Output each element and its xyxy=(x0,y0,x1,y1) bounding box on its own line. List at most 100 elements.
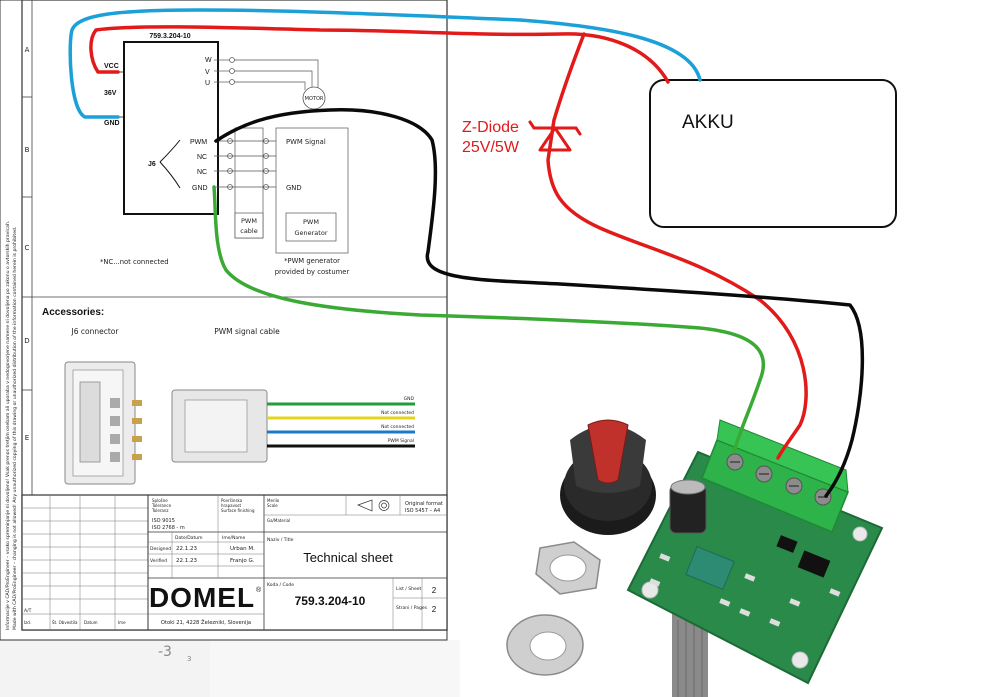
akku-box xyxy=(649,79,897,228)
tb-scale-2: Scale xyxy=(267,503,278,508)
nc-note: *NC...not connected xyxy=(100,258,169,266)
tb-name-2: Franjo G. xyxy=(230,558,255,564)
accessories-heading: Accessories: xyxy=(42,307,104,318)
green-wire xyxy=(212,185,766,454)
pwm-cable-label-1: PWM xyxy=(241,217,257,225)
tb-date-2: 22.1.23 xyxy=(176,558,197,564)
motor-label: MOTOR xyxy=(305,96,324,102)
projection-symbol-icon xyxy=(357,499,390,512)
tb-surface-2: hrapavost xyxy=(221,503,242,508)
cable-wire-nc-1: Not connected xyxy=(381,410,414,416)
tb-tolerance-3: Toleranz xyxy=(151,508,169,513)
j6-pin-nc1: NC xyxy=(197,154,207,161)
tb-h2: Št. Obvestila xyxy=(52,620,78,625)
title-block: A/T Izd. Št. Obvestila Datum Ime Splošne… xyxy=(21,494,448,631)
tb-surface-3: Surface finishing xyxy=(221,508,255,513)
pwm-generator-label-2: Generator xyxy=(294,229,327,237)
motor-symbol xyxy=(302,86,326,110)
tb-pages-value: 2 xyxy=(432,605,437,614)
zone-label-b: B xyxy=(25,146,30,154)
motor-wiring xyxy=(214,57,319,90)
j6-connector-illustration xyxy=(64,361,142,485)
tb-h3: Datum xyxy=(84,620,98,625)
black-wire xyxy=(214,108,865,498)
tb-original-format-2: ISO 5457 – A4 xyxy=(405,508,440,514)
pwm-cable-label-2: cable xyxy=(240,227,258,235)
pwm-cable-illustration: GND Not connected Not connected PWM Sign… xyxy=(171,389,415,463)
side-copyright-text-2: Made with CAD/ProEngineer – changing is … xyxy=(12,227,18,630)
tb-title: Technical sheet xyxy=(303,550,393,565)
washer-photo xyxy=(506,614,584,676)
j6-pin-nc2: NC xyxy=(197,169,207,176)
tb-sheet-value: 2 xyxy=(432,586,437,595)
page-number-sub: 3 xyxy=(187,655,191,663)
motor-pin-v: V xyxy=(205,69,210,76)
hand-drawn-wires xyxy=(68,8,865,498)
tb-tolerance-2: Tolerance xyxy=(151,503,172,508)
tb-address: Otoki 21, 4228 Železniki, Slovenija xyxy=(161,618,251,626)
tb-h4: Ime xyxy=(118,620,126,625)
blue-wire xyxy=(68,8,702,119)
tb-code: 759.3.204-10 xyxy=(295,594,366,608)
tb-iso-2: ISO 2768 - m xyxy=(152,525,185,531)
pot-body xyxy=(685,545,735,591)
zener-diode-symbol xyxy=(528,120,582,152)
viewer-gutter-right xyxy=(210,640,460,697)
zdiode-label-2: 25V/5W xyxy=(462,139,520,156)
hex-nut-photo xyxy=(535,541,601,595)
zone-label-d: D xyxy=(24,337,29,345)
part-number-top: 759.3.204-10 xyxy=(149,33,190,40)
tb-sheet-caption: List / Sheet xyxy=(396,586,421,592)
tb-code-caption: Koda / Code xyxy=(267,582,294,588)
side-copyright-text-1: Informacije v CAD/ProEngineer – vsako sp… xyxy=(5,221,11,630)
potentiometer-knob-photo xyxy=(560,419,656,535)
j6-pin-pwm: PWM xyxy=(190,139,207,146)
j6-pin-gnd: GND xyxy=(192,185,208,192)
gnd-out-label: GND xyxy=(286,184,302,192)
controller-board-photo xyxy=(626,419,884,697)
zone-label-e: E xyxy=(25,434,29,442)
generator-note-2: provided by costumer xyxy=(275,268,350,276)
ic-chip xyxy=(797,550,831,578)
tb-iso-1: ISO 9015 xyxy=(152,518,175,524)
tb-title-caption: Naziv / Title xyxy=(267,537,294,543)
cable-wire-gnd: GND xyxy=(404,396,415,402)
gnd-label: GND xyxy=(104,120,120,127)
zone-label-c: C xyxy=(25,244,30,252)
pwm-signal-cable-label: PWM signal cable xyxy=(214,327,280,336)
zone-label-a: A xyxy=(25,46,30,54)
tb-date-header: Date/Datum xyxy=(175,535,203,541)
page-number: -3 xyxy=(158,644,172,660)
motor-pin-u: U xyxy=(205,80,210,87)
tb-pages-caption: Strani / Pages xyxy=(396,605,428,611)
controller-box xyxy=(123,41,219,215)
red-wire-top xyxy=(89,25,670,84)
vcc-label: VCC xyxy=(104,63,119,70)
tb-rev: A/T xyxy=(24,608,32,614)
viewer-gutter xyxy=(0,640,210,697)
tb-name-header: Ime/Name xyxy=(222,535,246,541)
tb-surface-1: Površinska xyxy=(221,498,243,503)
tb-material: Ga/Material xyxy=(267,518,290,523)
tb-designed: Designed xyxy=(150,546,171,552)
cable-wire-nc-2: Not connected xyxy=(381,424,414,430)
pwm-generator-label-1: PWM xyxy=(303,218,319,226)
tb-h1: Izd. xyxy=(24,620,31,625)
domel-logo: DOMEL xyxy=(149,582,255,613)
motor-pin-w: W xyxy=(205,57,212,64)
domel-logo-mark: ® xyxy=(256,586,262,594)
j6-brace xyxy=(159,139,181,189)
drawing-sheet: A B C D E Informacije v CAD/ProEngineer … xyxy=(0,0,448,641)
voltage-label: 36V xyxy=(104,90,117,97)
tb-tolerance-1: Splošne xyxy=(152,498,168,503)
pwm-signal-label: PWM Signal xyxy=(286,138,326,146)
j6-connector-label: J6 connector xyxy=(71,327,120,336)
j6-label: J6 xyxy=(148,161,156,168)
tb-scale-1: Merilo xyxy=(267,498,280,503)
zdiode-label-1: Z-Diode xyxy=(462,119,519,136)
tb-verified: Verified xyxy=(150,558,167,564)
red-wire-diode xyxy=(546,32,808,460)
generator-note-1: *PWM generator xyxy=(284,257,340,265)
tb-original-format-1: Original format xyxy=(405,501,443,507)
